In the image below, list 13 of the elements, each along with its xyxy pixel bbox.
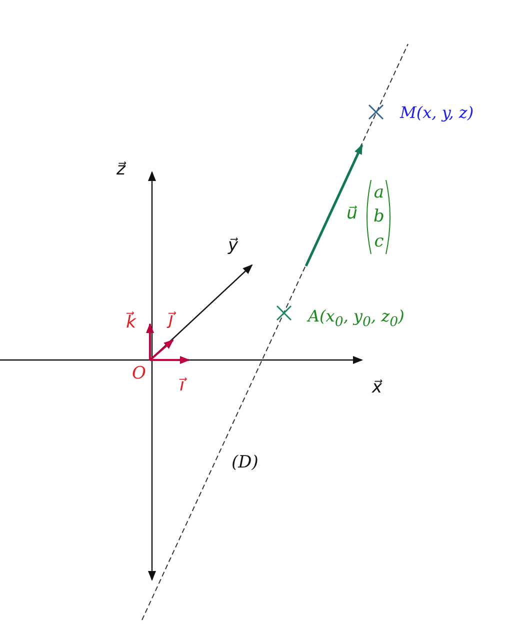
vector-component: a bbox=[374, 184, 384, 202]
axis-label: y⃗ bbox=[228, 238, 238, 254]
vector-component: c bbox=[374, 234, 384, 250]
vector-component: b bbox=[374, 208, 384, 226]
line-label: (D) bbox=[232, 454, 258, 472]
axis-label: z⃗ bbox=[116, 162, 126, 178]
vector-label: j⃗ bbox=[168, 312, 174, 328]
point-label: M(x, y, z) bbox=[400, 105, 474, 121]
point-label: A(x$_{0}$, y$_{0}$, z$_{0}$) bbox=[308, 308, 404, 330]
vector-label: u⃗ bbox=[346, 206, 358, 222]
vector-label: i⃗ bbox=[180, 378, 184, 394]
axis-label: x⃗ bbox=[372, 380, 382, 396]
origin-label: O bbox=[132, 366, 146, 382]
